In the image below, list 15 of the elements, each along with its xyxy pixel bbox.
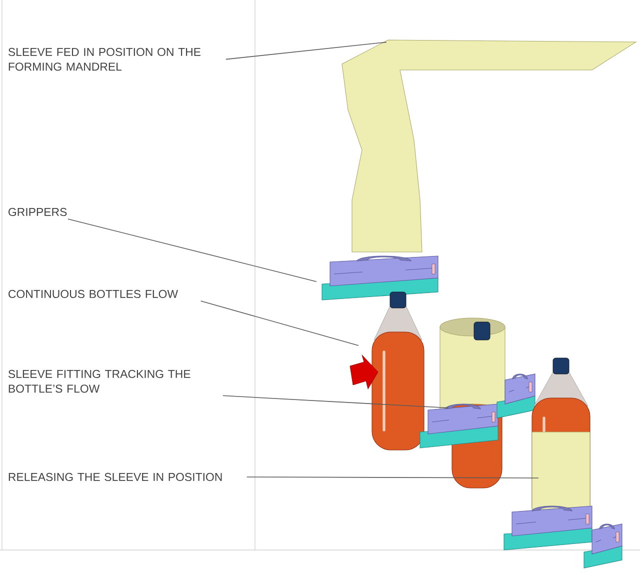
- leader-line: [246, 476, 539, 478]
- callout-text: CONTINUOUS BOTTLES FLOW: [8, 290, 178, 298]
- gripper-drawing: [322, 256, 438, 300]
- leader-line: [200, 300, 359, 346]
- callout-text: SLEEVE FED IN POSITION ON THE FORMING MANDREL: [8, 48, 200, 71]
- sleeved-bottle-drawing: [420, 318, 536, 488]
- leader-line: [222, 395, 449, 408]
- bottle-drawing: [372, 292, 424, 450]
- sleeved-bottle-drawing: [504, 358, 622, 568]
- callout-text: SLEEVE FITTING TRACKING THE BOTTLE’S FLOW: [8, 370, 190, 393]
- sleeve-drawing: [342, 40, 637, 252]
- callout-text: GRIPPERS: [8, 208, 67, 216]
- leader-line: [68, 218, 317, 282]
- leader-line: [225, 42, 387, 60]
- callout-text: RELEASING THE SLEEVE IN POSITION: [8, 472, 222, 482]
